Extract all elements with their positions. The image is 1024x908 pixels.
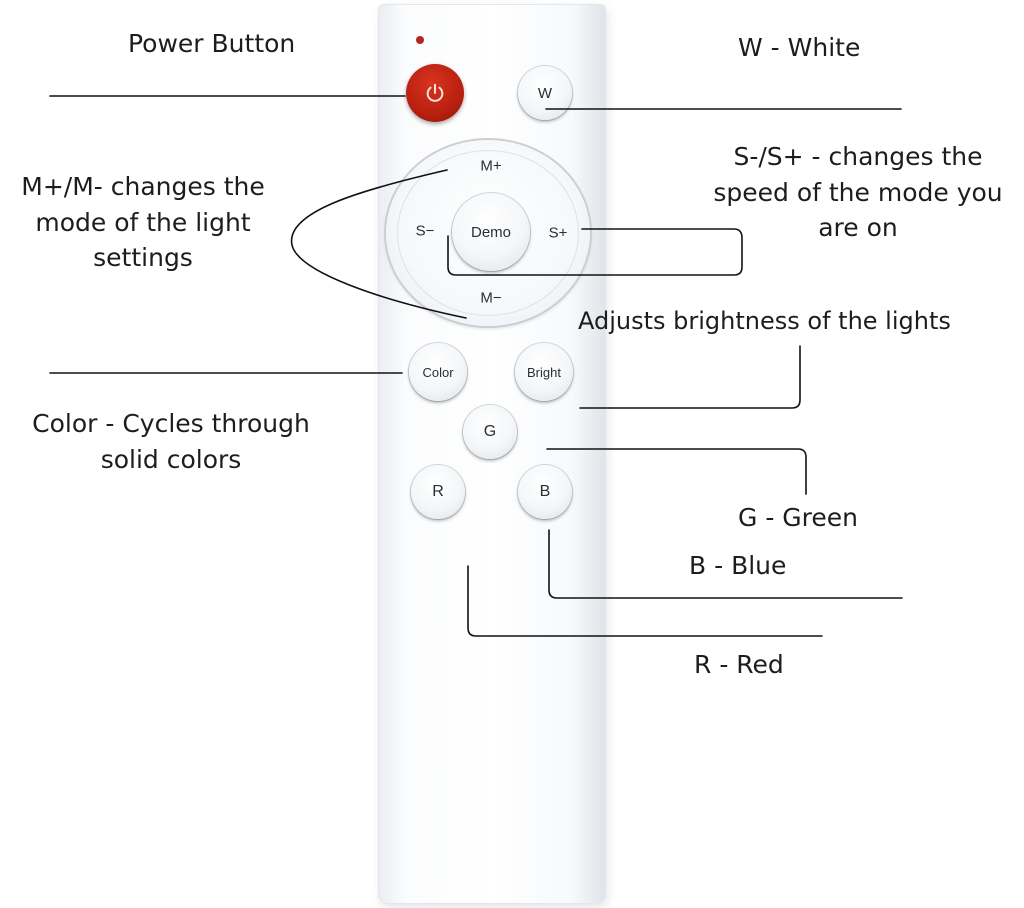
indicator-led <box>416 36 424 44</box>
color-button-label: Color <box>422 364 454 380</box>
blue-button[interactable]: B <box>518 465 572 519</box>
power-button[interactable] <box>406 64 464 122</box>
speed-annotation-line-1: S-/S+ - changes the <box>733 142 983 171</box>
speed-callout-bracket <box>447 228 743 276</box>
white-button[interactable]: W <box>518 66 572 120</box>
power-annotation: Power Button <box>128 29 296 58</box>
red-annotation: R - Red <box>694 650 784 679</box>
brightness-callout-line <box>579 345 801 409</box>
mode-annotation-line-2: mode of the light <box>35 207 251 237</box>
bright-button[interactable]: Bright <box>515 343 573 401</box>
demo-button-label: Demo <box>470 223 511 241</box>
mode-annotation: M+/M- changes the mode of the light sett… <box>0 169 286 276</box>
speed-minus-button[interactable]: S− <box>415 222 435 240</box>
color-annotation: Color - Cycles through solid colors <box>6 406 336 477</box>
green-button-label: G <box>483 423 497 440</box>
demo-button[interactable]: Demo <box>452 193 530 271</box>
white-annotation: W - White <box>738 33 861 62</box>
color-annotation-line-2: solid colors <box>100 444 242 474</box>
green-callout-line <box>546 448 807 495</box>
green-button[interactable]: G <box>463 405 517 459</box>
mode-minus-button[interactable]: M− <box>480 289 502 307</box>
color-button[interactable]: Color <box>409 343 467 401</box>
power-icon <box>426 83 444 102</box>
blue-callout-line <box>548 529 903 599</box>
mode-callout-curve <box>290 169 467 319</box>
red-button[interactable]: R <box>411 465 465 519</box>
speed-annotation-line-2: speed of the mode you <box>713 177 1003 207</box>
white-button-label: W <box>537 84 553 102</box>
speed-annotation: S-/S+ - changes the speed of the mode yo… <box>692 139 1024 246</box>
blue-button-label: B <box>539 483 551 500</box>
mode-plus-button[interactable]: M+ <box>480 157 502 175</box>
blue-annotation: B - Blue <box>689 551 787 580</box>
bright-button-label: Bright <box>527 364 561 380</box>
red-button-label: R <box>432 483 444 500</box>
green-annotation: G - Green <box>738 503 858 532</box>
red-callout-line <box>467 565 823 637</box>
speed-annotation-line-3: are on <box>818 213 898 242</box>
mode-annotation-line-1: M+/M- changes the <box>21 172 265 201</box>
color-annotation-line-1: Color - Cycles through <box>32 409 310 438</box>
brightness-annotation: Adjusts brightness of the lights <box>578 307 951 335</box>
speed-plus-button[interactable]: S+ <box>548 224 568 242</box>
mode-annotation-line-3: settings <box>93 243 193 272</box>
